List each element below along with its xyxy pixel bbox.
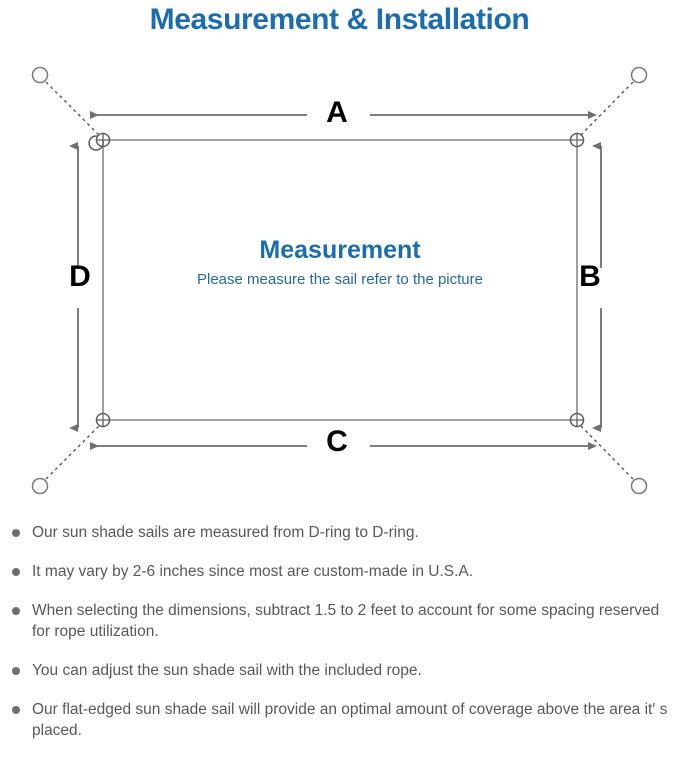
anchor-point-top-left [31, 66, 49, 84]
diagram-svg [31, 66, 648, 495]
dimension-label-b: B [579, 260, 601, 293]
rope-bottom-left [45, 425, 100, 480]
bullet-icon [12, 706, 20, 714]
product-info-page: Measurement & Installation [0, 3, 679, 739]
note-text: It may vary by 2-6 inches since most are… [32, 563, 474, 580]
bullet-icon [12, 607, 20, 615]
anchor-point-bottom-right [630, 477, 648, 495]
d-ring-wedge-bottom-right [576, 419, 585, 428]
note-text: When selecting the dimensions, subtract … [32, 602, 660, 640]
rope-top-right [580, 81, 634, 136]
note-text: You can adjust the sun shade sail with t… [32, 662, 422, 679]
notes-list: Our sun shade sails are measured from D-… [0, 522, 679, 759]
sail-caption-title: Measurement [259, 236, 421, 264]
page-title: Measurement & Installation [149, 3, 530, 36]
list-item: Our flat-edged sun shade sail will provi… [0, 699, 679, 741]
note-text: Our flat-edged sun shade sail will provi… [32, 701, 668, 739]
bullet-icon [12, 529, 20, 537]
list-item: It may vary by 2-6 inches since most are… [0, 561, 679, 582]
rope-bottom-right [580, 425, 634, 480]
sail-caption: Measurement Please measure the sail refe… [104, 235, 576, 291]
anchor-point-bottom-left [31, 477, 49, 495]
d-ring-wedge-bottom-left [95, 419, 104, 428]
bullet-icon [12, 667, 20, 675]
d-ring-wedge-top-right [576, 132, 585, 141]
sail-caption-subtitle: Please measure the sail refer to the pic… [197, 271, 483, 288]
note-text: Our sun shade sails are measured from D-… [32, 524, 419, 541]
d-ring-wedge-top-left [95, 132, 104, 141]
sail-rectangle [102, 139, 578, 421]
rope-top-left [45, 81, 100, 136]
dimension-label-d: D [69, 260, 91, 293]
list-item: You can adjust the sun shade sail with t… [0, 660, 679, 681]
dimension-label-c: C [326, 425, 348, 458]
bullet-icon [12, 568, 20, 576]
anchor-point-top-right [630, 66, 648, 84]
dimension-label-a: A [326, 96, 348, 129]
list-item: When selecting the dimensions, subtract … [0, 600, 679, 642]
list-item: Our sun shade sails are measured from D-… [0, 522, 679, 543]
shade-sail-measurement-diagram: A B C D Measurement Please measure the s… [0, 50, 679, 515]
